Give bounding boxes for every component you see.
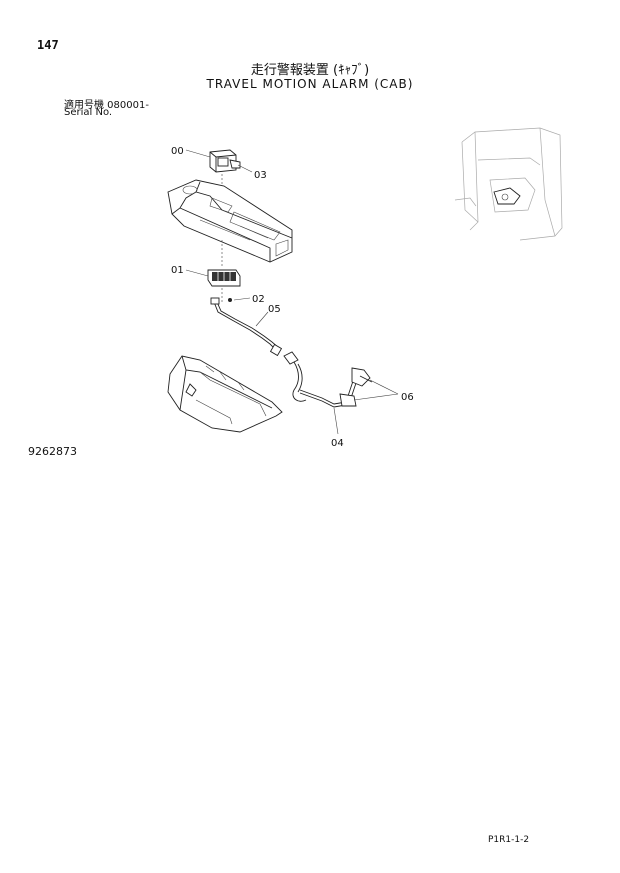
leader-06a — [369, 379, 399, 395]
callout-04: 04 — [331, 438, 344, 449]
callout-03: 03 — [254, 170, 267, 181]
callout-05: 05 — [268, 304, 281, 315]
part-04-harness — [283, 351, 373, 408]
serial-japanese: 適用号機 080001- — [64, 100, 149, 111]
callout-06: 06 — [401, 392, 414, 403]
part-05-harness — [210, 297, 283, 357]
title-english: TRAVEL MOTION ALARM (CAB) — [206, 77, 414, 91]
console-cover — [167, 355, 283, 433]
title-japanese: 走行警報装置 (ｷｬﾌﾞ) — [250, 63, 370, 78]
leader-05 — [255, 311, 269, 327]
console-box — [167, 179, 293, 263]
part-02-screw — [228, 298, 232, 302]
leader-00 — [185, 149, 211, 158]
callout-01: 01 — [171, 265, 184, 276]
callout-00: 00 — [171, 146, 184, 157]
leader-06b — [353, 393, 399, 401]
part-00-switch — [209, 149, 241, 173]
leader-02 — [233, 297, 251, 301]
page-code: P1R1-1-2 — [488, 835, 530, 845]
leader-03 — [237, 164, 253, 173]
part-01-switch-panel — [207, 269, 241, 287]
cab-reference-sketch — [454, 127, 563, 241]
page-number: 147 — [37, 38, 59, 52]
drawing-number: 9262873 — [28, 445, 77, 458]
serial-label: Serial No. — [64, 107, 113, 118]
leader-01 — [185, 269, 209, 277]
leader-04 — [333, 407, 339, 435]
callout-02: 02 — [252, 294, 265, 305]
